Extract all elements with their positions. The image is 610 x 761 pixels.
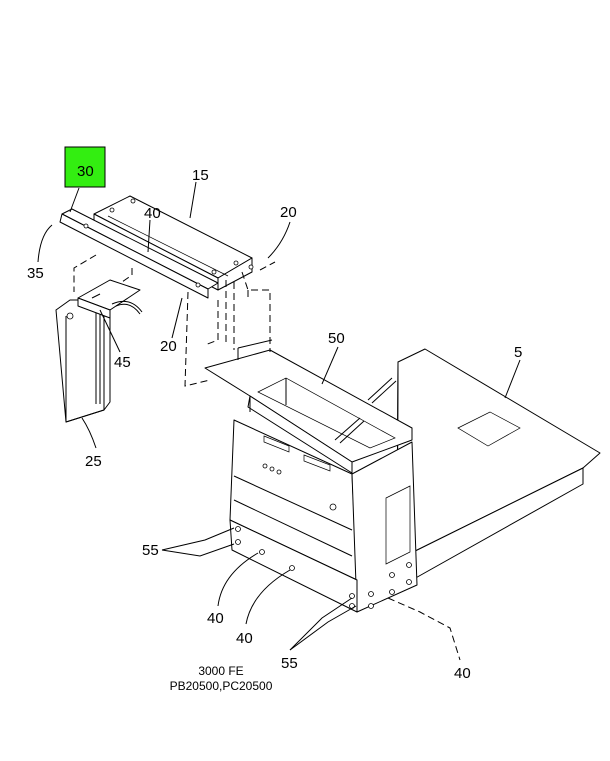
callout-40-right: 40 [454,665,471,682]
callout-20-right: 20 [280,204,297,221]
part-50-housing [204,339,418,613]
callout-50: 50 [328,330,345,347]
part-45-clip [77,279,143,319]
part-5-base-plate [396,348,601,581]
callout-55-bottom: 55 [281,655,298,672]
callout-5: 5 [514,344,522,361]
assembly-guide-lines [73,254,276,387]
part-30-rail-bar [59,208,219,299]
callout-40-top: 40 [144,205,161,222]
callout-55-left: 55 [142,542,159,559]
callout-20-left: 20 [160,338,177,355]
part-25-vertical-panel [55,299,111,423]
callout-25: 25 [85,453,102,470]
diagram-caption: 3000 FE PB20500,PC20500 [170,664,273,693]
leader-lines [37,181,521,661]
callout-40-b: 40 [236,630,253,647]
callout-15: 15 [192,167,209,184]
caption-model: 3000 FE [198,664,243,678]
callout-40-a: 40 [207,610,224,627]
callout-labels: 30 15 40 20 35 45 20 50 5 25 55 40 40 55… [27,163,522,682]
caption-codes: PB20500,PC20500 [170,679,273,693]
callout-30-highlight [64,146,106,188]
callout-45: 45 [114,354,131,371]
callout-30: 30 [77,163,94,180]
callout-35: 35 [27,265,44,282]
